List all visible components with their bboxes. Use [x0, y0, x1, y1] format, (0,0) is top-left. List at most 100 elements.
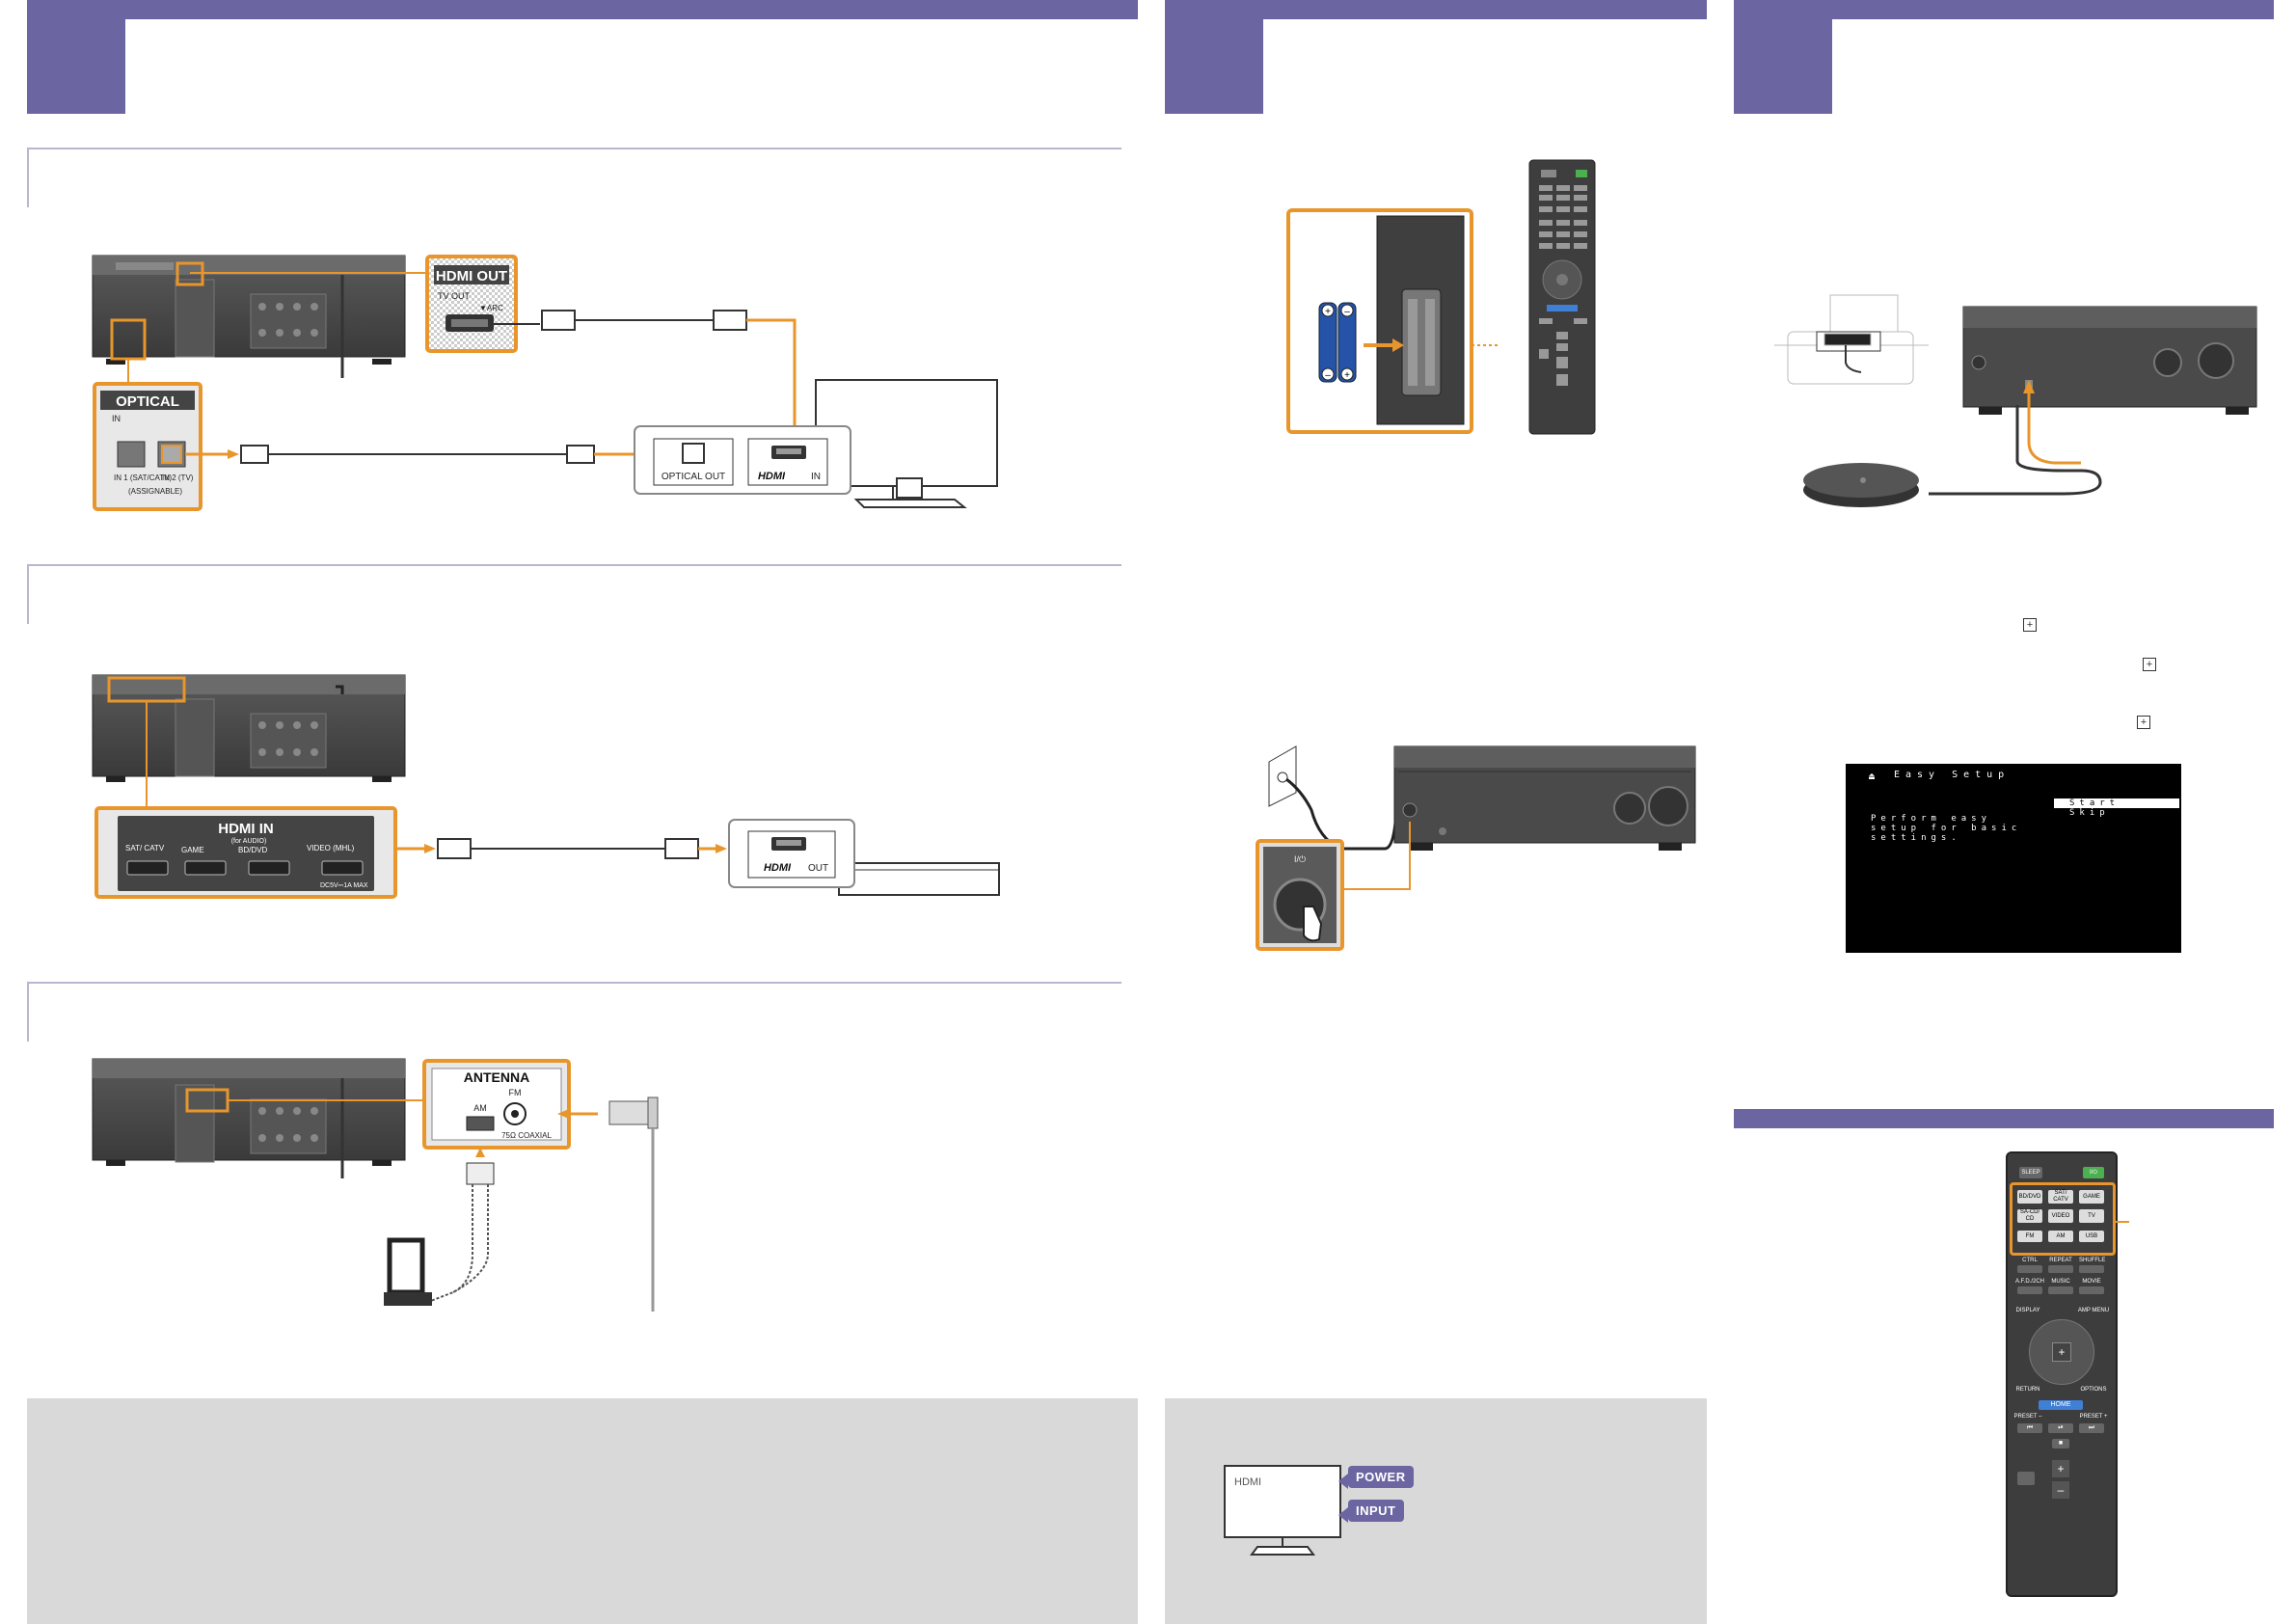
remote-small-button[interactable] — [2017, 1286, 2042, 1294]
receiver-rear-1 — [92, 255, 406, 378]
power-connection: I/⏻ — [1256, 745, 1696, 951]
tv-hdmi-in: IN — [811, 472, 821, 482]
remote-label: DISPLAY — [2015, 1308, 2040, 1313]
player-hdmi-out: OUT — [808, 863, 828, 874]
step-tab-1 — [27, 0, 125, 114]
remote-label: PRESET + — [2079, 1414, 2108, 1420]
tv-input-button[interactable]: INPUT — [1338, 1500, 1404, 1523]
section-divider-1-v — [27, 148, 29, 207]
right-illustrations — [1774, 294, 2257, 507]
easy-setup-message-3: settings. — [1871, 833, 1961, 843]
power-button[interactable]: I/⏻ — [2083, 1167, 2104, 1178]
battery-install: + – – + — [1286, 208, 1500, 434]
input-button[interactable]: SA-CD/ CD — [2017, 1209, 2042, 1223]
receiver-rear-3 — [92, 1058, 406, 1178]
step-tab-3 — [1734, 0, 1832, 114]
step-tab-2 — [1165, 0, 1263, 114]
antenna-callout: ANTENNA FM AM 75Ω COAXIAL — [422, 1059, 571, 1150]
next-button[interactable]: ⏭ — [2079, 1423, 2104, 1433]
hdmi-cable-1 — [494, 310, 797, 453]
remote-section-bar — [1734, 1109, 2274, 1128]
remote-label: CTRL — [2022, 1258, 2038, 1263]
play-pause-button[interactable]: ⏯ — [2048, 1423, 2073, 1433]
section-divider-2-v — [27, 564, 29, 624]
sleep-button[interactable]: SLEEP — [2019, 1167, 2042, 1178]
input-buttons-highlight — [2010, 1182, 2116, 1256]
hdmi-in-for-audio: (for AUDIO) — [231, 838, 267, 845]
am-antenna — [384, 1148, 495, 1306]
easy-setup-message-2: setup for basic — [1871, 824, 2022, 833]
dpad-enter-button[interactable]: + — [2052, 1342, 2071, 1362]
mute-button[interactable] — [2017, 1472, 2035, 1485]
remote-small-button[interactable] — [2079, 1286, 2104, 1294]
connection-diagrams: HDMI OUT TV OUT ▼ARC OPTICAL IN IN 1 (SA… — [92, 255, 1000, 1312]
hdmi-in-port-label: SAT/ CATV — [125, 844, 165, 853]
optical-callout: OPTICAL IN IN 1 (SAT/CATV) IN 2 (TV) (AS… — [93, 382, 203, 511]
hdmi-in-callout: HDMI IN (for AUDIO) SAT/ CATV GAME BD/DV… — [95, 806, 397, 899]
home-button[interactable]: HOME — [2039, 1400, 2083, 1410]
volume-up-button[interactable]: + — [2052, 1460, 2069, 1477]
remote-label: RETURN — [2015, 1387, 2040, 1393]
svg-text:+: + — [1325, 307, 1331, 317]
remote-label: MUSIC — [2051, 1279, 2070, 1285]
easy-setup-title: Easy Setup — [1894, 770, 2011, 780]
optical-in: IN — [112, 414, 121, 423]
remote-small-button[interactable] — [2048, 1286, 2073, 1294]
plus-box-icon: + — [2023, 618, 2037, 632]
easy-setup-screen: ⏏ Easy Setup Perform easy setup for basi… — [1846, 764, 2181, 953]
hdmi-in-port-label: BD/DVD — [238, 846, 267, 854]
hdmi-out-callout: HDMI OUT TV OUT ▼ARC — [425, 255, 518, 353]
hdmi-out-arc: ▼ARC — [479, 304, 503, 312]
remote-small-button[interactable] — [2079, 1265, 2104, 1273]
remote-small-button[interactable] — [2048, 1265, 2073, 1273]
header-bar-middle — [1165, 0, 1707, 19]
tv-input-illustration: HDMI — [1224, 1465, 1341, 1556]
hdmi-in-dc: DC5V⎓1A MAX — [320, 882, 368, 889]
player-device: HDMI OUT — [728, 819, 1000, 896]
input-button[interactable]: FM — [2017, 1231, 2042, 1242]
front-power-label: I/⏻ — [1294, 854, 1306, 864]
section-divider-3-v — [27, 982, 29, 1042]
remote-label: SHUFFLE — [2079, 1258, 2106, 1263]
header-bar-right — [1734, 0, 2274, 19]
easy-setup-start-option[interactable]: Start — [2054, 798, 2179, 808]
antenna-am: AM — [473, 1103, 487, 1113]
input-button[interactable]: GAME — [2079, 1190, 2104, 1204]
tv-outline — [1774, 294, 1929, 385]
hdmi-out-title: HDMI OUT — [436, 268, 507, 284]
setup-microphone — [1803, 405, 2102, 507]
prev-button[interactable]: ⏮ — [2017, 1423, 2042, 1433]
plus-box-icon: + — [2137, 716, 2150, 729]
optical-cable — [185, 445, 675, 464]
middle-illustrations: + – – + — [1256, 159, 1696, 951]
remote-control: SLEEP I/⏻ BD/DVD SAT/ CATV GAME SA-CD/ C… — [2006, 1151, 2118, 1597]
input-button[interactable]: AM — [2048, 1231, 2073, 1242]
hdmi-cable-2 — [395, 838, 727, 859]
hdmi-in-port-label: GAME — [181, 846, 204, 854]
player-hdmi-logo: HDMI — [764, 862, 792, 874]
section-divider-2 — [27, 564, 1121, 566]
header-bar-left — [27, 0, 1138, 19]
input-button[interactable]: SAT/ CATV — [2048, 1190, 2073, 1204]
receiver-rear-2 — [92, 674, 406, 782]
remote-label: MOVIE — [2082, 1279, 2101, 1285]
tv-optical-out: OPTICAL OUT — [662, 472, 725, 482]
input-button[interactable]: TV — [2079, 1209, 2104, 1223]
section-divider-1 — [27, 148, 1121, 149]
volume-down-button[interactable]: – — [2052, 1481, 2069, 1499]
stop-button[interactable]: ■ — [2052, 1439, 2069, 1448]
easy-setup-skip-option[interactable]: Skip — [2069, 808, 2110, 818]
plus-box-icon: + — [2143, 658, 2156, 671]
hdmi-in-port-label: VIDEO (MHL) — [307, 844, 355, 853]
remote-small-button[interactable] — [2017, 1265, 2042, 1273]
home-icon: ⏏ — [1869, 771, 1876, 782]
tv-hdmi-logo: HDMI — [758, 471, 786, 482]
section-divider-3 — [27, 982, 1121, 984]
input-button[interactable]: VIDEO — [2048, 1209, 2073, 1223]
hdmi-out-tv-out: TV OUT — [438, 291, 471, 301]
input-button[interactable]: USB — [2079, 1231, 2104, 1242]
tv-power-button[interactable]: POWER — [1338, 1466, 1414, 1489]
input-button[interactable]: BD/DVD — [2017, 1190, 2042, 1204]
fm-antenna — [557, 1096, 659, 1312]
antenna-coax: 75Ω COAXIAL — [501, 1131, 552, 1140]
